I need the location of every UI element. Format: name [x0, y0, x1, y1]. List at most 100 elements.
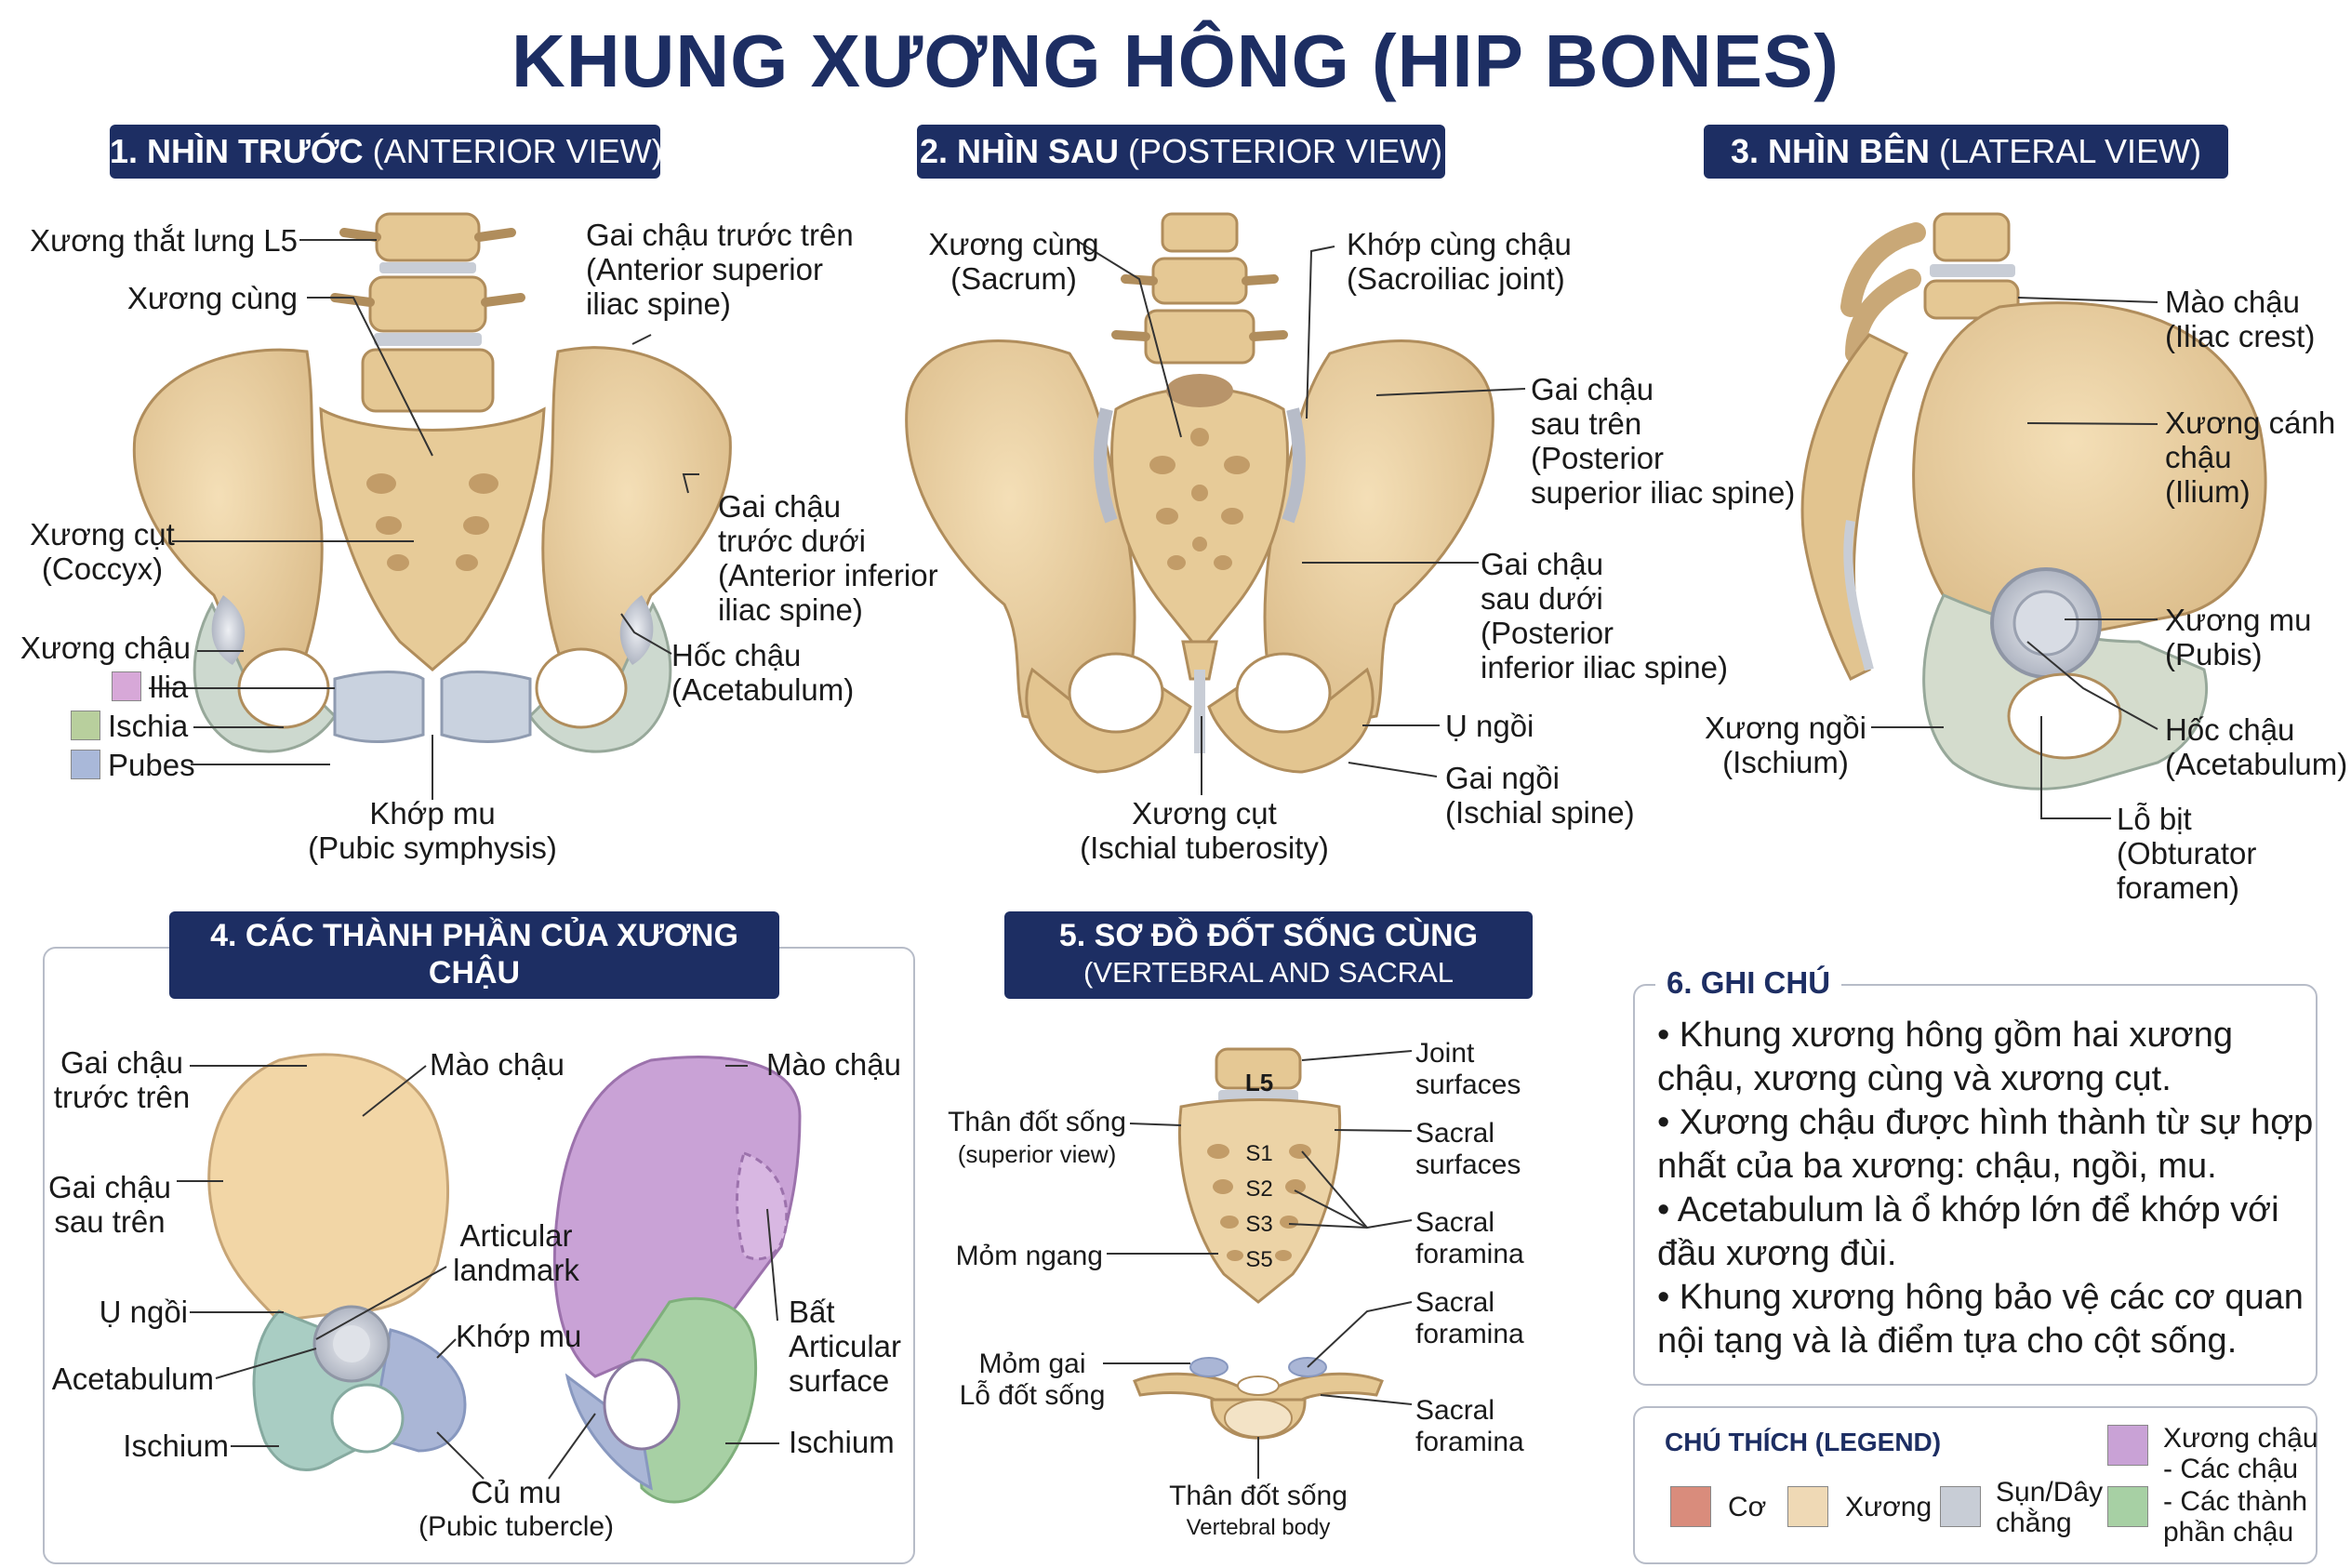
label-articular-line1: Articular	[459, 1218, 573, 1253]
header-lateral: 3. NHÌN BÊN (LATERAL VIEW)	[1704, 125, 2228, 179]
note-item: • Xương chậu được hình thành từ sự hợp n…	[1657, 1103, 2314, 1186]
label-comp-crest-right: Mào chậu	[766, 1047, 901, 1082]
header-posterior-main: 2. NHÌN SAU	[919, 132, 1119, 170]
label-joint-line2: surfaces	[1415, 1070, 1521, 1100]
label-ischia: Ischia	[108, 709, 189, 743]
header-anterior: 1. NHÌN TRƯỚC (ANTERIOR VIEW)	[110, 125, 663, 179]
segment-l5: L5	[1244, 1069, 1274, 1096]
swatch-ischia	[71, 711, 100, 740]
label-piis-line3: (Posterior	[1481, 616, 1614, 650]
label-ischial-tuberosity: Ụ ngồi	[1445, 709, 1534, 743]
legend-label-components-line1: - Các thành	[2163, 1486, 2308, 1517]
label-post-coccyx-line2: (Ischial tuberosity)	[1080, 831, 1329, 865]
header-components-sub: (COMPONENTS OF THE COXAL BONE)	[207, 993, 741, 1026]
label-symphysis-line1: Khớp mu	[369, 796, 496, 831]
note-item: • Khung xương hông bảo vệ các cơ quan nộ…	[1657, 1278, 2304, 1361]
label-iliac-crest-line2: (Iliac crest)	[2165, 319, 2316, 353]
label-comp-acetabulum: Acetabulum	[51, 1362, 214, 1396]
note-text-3: Acetabulum là ổ khớp lớn để khớp với đầu…	[1657, 1190, 2279, 1273]
label-acetabulum-line2: (Acetabulum)	[671, 672, 855, 707]
label-ischium: Xương ngồi(Ischium)	[1702, 711, 1869, 779]
label-comp-ischium-right: Ischium	[789, 1425, 895, 1459]
legend-label-muscle: Cơ	[1728, 1492, 1767, 1522]
header-components-main: 4. CÁC THÀNH PHẦN CỦA XƯƠNG CHẬU	[210, 918, 738, 990]
label-piis-line2: sau dưới	[1481, 581, 1603, 616]
label-lat-acetabulum-line1: Hốc chậu	[2165, 712, 2295, 747]
note-text-4: Khung xương hông bảo vệ các cơ quan nội …	[1657, 1278, 2304, 1361]
legend-swatch-muscle	[1670, 1486, 1711, 1527]
label-post-sacrum: Xương cùng(Sacrum)	[902, 227, 1125, 296]
label-foramina-b-line1: Sacral	[1415, 1287, 1495, 1318]
leader-lines	[149, 239, 2158, 1480]
label-sacral-surfaces-line1: Sacral	[1415, 1118, 1495, 1149]
segment-s3: S3	[1245, 1212, 1273, 1237]
anterior-right-pubis	[440, 671, 532, 743]
label-psis-line4: superior iliac spine)	[1531, 475, 1796, 510]
posterior-pelvis	[905, 212, 1494, 774]
label-iliac-crest-line1: Mào chậu	[2165, 285, 2300, 319]
note-text-2: Xương chậu được hình thành từ sự hợp nhấ…	[1657, 1103, 2314, 1186]
label-aiis-line1: Gai chậu	[718, 489, 842, 524]
label-joint-line1: Joint	[1415, 1038, 1475, 1069]
label-vertebral-body-line2: Vertebral body	[1186, 1515, 1331, 1540]
label-body-superior-line2: (superior view)	[957, 1140, 1117, 1168]
label-coccyx: Xương cụt(Coccyx)	[28, 517, 177, 586]
label-articular-line2: landmark	[453, 1253, 579, 1287]
label-foramina-a-line1: Sacral	[1415, 1207, 1495, 1238]
label-obturator-line3: foramen)	[2117, 870, 2240, 905]
legend-label-cartilage-line2: chằng	[1996, 1508, 2072, 1538]
label-sacroiliac-line1: Khớp cùng chậu	[1347, 227, 1572, 261]
label-asis-line1: Gai chậu trước trên	[586, 218, 854, 252]
label-sacroiliac: Khớp cùng chậu(Sacroiliac joint)	[1347, 227, 1572, 296]
lateral-sacrum	[1800, 333, 1909, 682]
label-l5: Xương thắt lưng L5	[30, 223, 298, 258]
label-lat-acetabulum-line2: (Acetabulum)	[2165, 747, 2348, 781]
label-symphysis: Khớp mu(Pubic symphysis)	[288, 796, 577, 865]
label-iliac-crest: Mào chậu(Iliac crest)	[2165, 285, 2315, 353]
header-components: 4. CÁC THÀNH PHẦN CỦA XƯƠNG CHẬU(COMPONE…	[169, 911, 779, 1026]
label-post-coccyx: Xương cụt(Ischial tuberosity)	[1069, 796, 1339, 865]
label-symphysis-line2: (Pubic symphysis)	[308, 831, 557, 865]
header-lateral-main: 3. NHÌN BÊN	[1730, 132, 1930, 170]
label-foramina-c-line2: foramina	[1415, 1427, 1524, 1457]
label-ilia: Ilia	[149, 670, 189, 704]
note-item: • Acetabulum là ổ khớp lớn để khớp với đ…	[1657, 1190, 2279, 1273]
anterior-pelvis	[132, 212, 732, 753]
label-ischium-line2: (Ischium)	[1722, 745, 1849, 779]
legend-label-components-line2: phần chậu	[2163, 1517, 2294, 1548]
label-aiis-line3: (Anterior inferior	[718, 558, 938, 592]
lateral-pelvis	[1800, 212, 2267, 791]
label-pubic-tubercle: Củ mu(Pubic tubercle)	[409, 1475, 623, 1544]
anterior-left-pubis	[333, 671, 425, 743]
label-post-sacrum-line1: Xương cùng	[928, 227, 1099, 261]
segment-s1: S1	[1245, 1141, 1273, 1166]
label-ischial-spine-line1: Gai ngồi	[1445, 761, 1560, 795]
label-acetabulum-line1: Hốc chậu	[671, 638, 802, 672]
label-comp-ischial-tub: Ụ ngồi	[99, 1295, 188, 1329]
segment-s2: S2	[1245, 1176, 1273, 1202]
components-right-bone	[552, 1056, 802, 1504]
label-aiis-line4: iliac spine)	[718, 592, 863, 627]
page-title: KHUNG XƯƠNG HÔNG (HIP BONES)	[511, 20, 1840, 102]
label-comp-psis-line2: sau trên	[54, 1204, 166, 1239]
label-sacral-surfaces-line2: surfaces	[1415, 1149, 1521, 1180]
label-coccyx-line1: Xương cụt	[30, 517, 175, 551]
label-bat-line2: Articular	[789, 1329, 902, 1363]
header-anterior-sub: (ANTERIOR VIEW)	[372, 132, 663, 170]
label-pubic-tubercle-line1: Củ mu	[471, 1475, 562, 1509]
label-piis-line4: inferior iliac spine)	[1481, 650, 1728, 684]
label-ischial-spine-line2: (Ischial spine)	[1445, 795, 1635, 830]
